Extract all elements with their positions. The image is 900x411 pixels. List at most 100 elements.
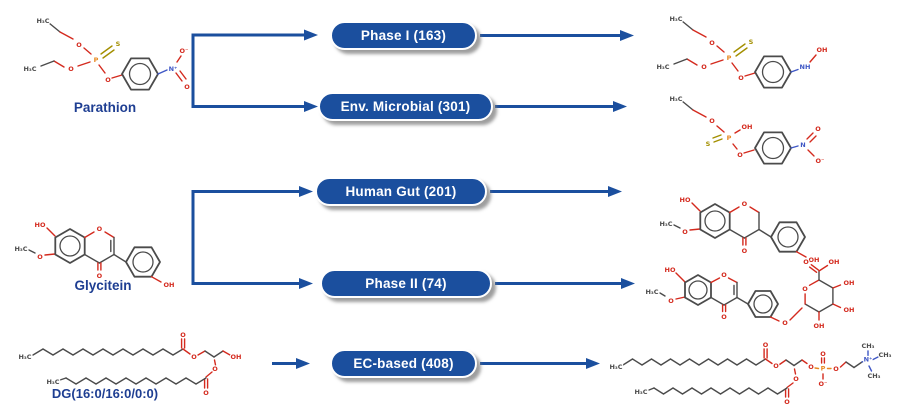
svg-text:CH₃: CH₃ bbox=[861, 342, 874, 350]
svg-text:H₃C: H₃C bbox=[609, 363, 622, 371]
svg-text:O: O bbox=[203, 389, 209, 397]
svg-text:H₃C: H₃C bbox=[669, 15, 682, 23]
svg-text:NH: NH bbox=[800, 63, 811, 71]
pill-env-microbial-label: Env. Microbial (301) bbox=[340, 99, 471, 114]
svg-text:O: O bbox=[820, 350, 826, 358]
phase2-product-bonds bbox=[659, 264, 842, 322]
arrow-ec-product bbox=[480, 358, 600, 369]
svg-text:O: O bbox=[742, 247, 748, 255]
svg-text:O: O bbox=[738, 74, 744, 82]
human-gut-product-atoms: HO H₃C O O O OH bbox=[658, 195, 820, 265]
pill-phase2[interactable]: Phase II (74) bbox=[320, 269, 492, 298]
svg-text:O: O bbox=[808, 363, 814, 371]
env-microbial-product-atoms: H₃C O OH P S O N O O⁻ bbox=[668, 94, 825, 166]
svg-text:O: O bbox=[709, 117, 715, 125]
svg-text:S: S bbox=[749, 38, 754, 46]
svg-text:O: O bbox=[191, 353, 197, 361]
svg-text:O: O bbox=[97, 272, 103, 280]
svg-text:S: S bbox=[116, 40, 121, 48]
phase2-product-atoms: HO H₃C O O O O O O OH OH OH OH bbox=[644, 257, 855, 331]
parathion-structure: H₃C O P S O H₃C O N⁺ O⁻ O bbox=[22, 16, 191, 92]
svg-text:OH: OH bbox=[844, 279, 855, 287]
phase1-product-bonds bbox=[673, 20, 817, 89]
glycitein-atoms: HO H₃C O O O OH bbox=[13, 220, 175, 290]
arrow-phase2-product bbox=[495, 278, 635, 289]
svg-text:O: O bbox=[682, 228, 688, 236]
arrow-phase1-product bbox=[480, 30, 634, 41]
svg-text:O: O bbox=[782, 319, 788, 327]
svg-text:N: N bbox=[800, 141, 805, 149]
svg-text:P: P bbox=[727, 134, 732, 142]
svg-text:O: O bbox=[68, 65, 74, 73]
svg-text:O: O bbox=[815, 125, 821, 133]
svg-text:O: O bbox=[793, 375, 799, 383]
phase1-product-atoms: H₃C O P S O H₃C O NH OH bbox=[655, 14, 828, 83]
svg-text:OH: OH bbox=[817, 46, 828, 54]
pill-env-microbial[interactable]: Env. Microbial (301) bbox=[318, 92, 493, 121]
svg-text:O: O bbox=[668, 297, 674, 305]
glycitein-bonds bbox=[28, 227, 162, 283]
svg-text:HO: HO bbox=[35, 221, 46, 229]
pill-ec-based[interactable]: EC-based (408) bbox=[330, 349, 477, 378]
svg-text:P: P bbox=[94, 56, 99, 64]
svg-text:O⁻: O⁻ bbox=[819, 380, 828, 388]
pill-phase2-label: Phase II (74) bbox=[365, 276, 447, 291]
svg-text:O: O bbox=[97, 225, 103, 233]
env-microbial-product-bonds bbox=[681, 100, 817, 165]
svg-text:H₃C: H₃C bbox=[14, 245, 27, 253]
svg-text:OH: OH bbox=[844, 306, 855, 314]
svg-text:O: O bbox=[105, 76, 111, 84]
pill-phase1[interactable]: Phase I (163) bbox=[330, 21, 477, 50]
svg-text:O: O bbox=[184, 83, 190, 91]
parathion-bonds bbox=[40, 22, 187, 91]
glycitein-structure: HO H₃C O O O OH bbox=[13, 220, 175, 290]
svg-text:OH: OH bbox=[809, 256, 820, 264]
svg-text:CH₃: CH₃ bbox=[878, 351, 891, 359]
svg-text:O: O bbox=[763, 341, 769, 349]
dg-structure: H₃C O O OH O O H₃C bbox=[17, 330, 242, 398]
svg-text:S: S bbox=[706, 140, 711, 148]
svg-text:OH: OH bbox=[164, 281, 175, 289]
glycitein-label: Glycitein bbox=[74, 278, 132, 293]
human-gut-product-structure: HO H₃C O O O OH bbox=[658, 195, 820, 265]
parathion-atoms: H₃C O P S O H₃C O N⁺ O⁻ O bbox=[22, 16, 191, 92]
parathion-label: Parathion bbox=[73, 100, 137, 115]
dg-label: DG(16:0/16:0/0:0) bbox=[51, 386, 159, 401]
svg-text:O⁻: O⁻ bbox=[816, 157, 825, 165]
pill-human-gut[interactable]: Human Gut (201) bbox=[315, 177, 487, 206]
ec-product-atoms: H₃C O O O P O O⁻ O N⁺ CH₃ CH₃ CH₃ O O H₃… bbox=[608, 340, 892, 407]
svg-text:O: O bbox=[784, 398, 790, 406]
svg-text:O: O bbox=[701, 63, 707, 71]
arrow-env-microbial-product bbox=[495, 101, 627, 112]
svg-text:OH: OH bbox=[231, 353, 242, 361]
svg-text:O: O bbox=[212, 365, 218, 373]
dg-atoms: H₃C O O OH O O H₃C bbox=[17, 330, 242, 398]
svg-text:H₃C: H₃C bbox=[634, 388, 647, 396]
svg-text:H₃C: H₃C bbox=[18, 353, 31, 361]
svg-text:O: O bbox=[180, 331, 186, 339]
svg-text:OH: OH bbox=[742, 123, 753, 131]
dg-bonds bbox=[32, 338, 231, 389]
phase2-product-structure: HO H₃C O O O O O O OH OH OH OH bbox=[644, 257, 855, 331]
pill-phase1-label: Phase I (163) bbox=[360, 28, 447, 43]
svg-text:N⁺: N⁺ bbox=[169, 65, 178, 73]
svg-text:OH: OH bbox=[829, 258, 840, 266]
svg-text:H₃C: H₃C bbox=[669, 95, 682, 103]
svg-text:O: O bbox=[737, 151, 743, 159]
svg-text:O: O bbox=[37, 253, 43, 261]
svg-text:H₃C: H₃C bbox=[23, 65, 36, 73]
ec-product-bonds bbox=[622, 348, 879, 398]
svg-text:HO: HO bbox=[680, 196, 691, 204]
svg-text:H₃C: H₃C bbox=[36, 17, 49, 25]
svg-text:O: O bbox=[721, 271, 727, 279]
fork-parathion bbox=[191, 29, 318, 112]
svg-text:O: O bbox=[803, 258, 809, 266]
svg-text:H₃C: H₃C bbox=[645, 288, 658, 296]
pill-ec-based-label: EC-based (408) bbox=[353, 356, 454, 371]
svg-text:H₃C: H₃C bbox=[656, 63, 669, 71]
svg-text:OH: OH bbox=[814, 322, 825, 330]
svg-text:CH₃: CH₃ bbox=[867, 372, 880, 380]
svg-text:HO: HO bbox=[665, 266, 676, 274]
svg-text:O: O bbox=[721, 313, 727, 321]
